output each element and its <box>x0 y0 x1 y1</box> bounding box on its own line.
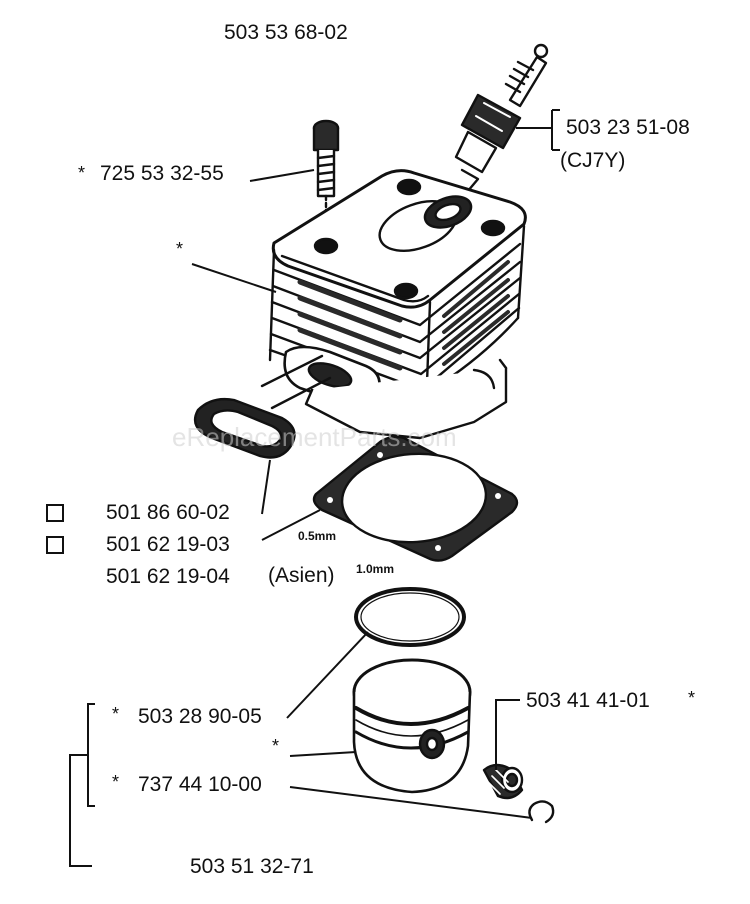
circlip-drawing <box>528 800 555 824</box>
piston-drawing <box>352 658 472 794</box>
bolt-asterisk: * <box>78 163 86 183</box>
checkbox-exhaust-gasket <box>46 504 64 522</box>
spark-plug-part-number: 503 23 51-08 <box>566 116 690 139</box>
piston-asterisk: * <box>272 736 280 756</box>
bolt-part-number: 725 53 32-55 <box>100 162 224 185</box>
piston-ring-part-number: 503 28 90-05 <box>138 705 262 728</box>
leader-cylinder <box>191 263 277 293</box>
bracket-ring-and-circlip <box>87 703 95 807</box>
bracket-spark-plug <box>551 109 560 151</box>
asia-gasket-part-number: 501 62 19-04 <box>106 565 230 588</box>
leader-lines <box>69 109 560 867</box>
leader-bearing <box>495 699 520 770</box>
circlip-asterisk: * <box>112 772 120 792</box>
bearing-part-number: 503 41 41-01 <box>526 689 650 712</box>
exhaust-gasket-drawing <box>193 397 296 459</box>
leader-base-gasket <box>261 509 321 541</box>
base-gasket-part-number: 501 62 19-03 <box>106 533 230 556</box>
base-gasket-thickness: 0.5mm <box>298 529 337 543</box>
leader-exhaust-gasket <box>261 459 271 515</box>
checkbox-base-gasket <box>46 536 64 554</box>
ring-asterisk: * <box>112 704 120 724</box>
watermark: eReplacementParts.com <box>172 422 457 452</box>
leader-bolt <box>249 169 315 182</box>
piston-kit-part-number: 503 51 32-71 <box>190 855 314 878</box>
leader-circlip <box>289 786 533 819</box>
cylinder-drawing <box>260 169 527 440</box>
circlip-part-number: 737 44 10-00 <box>138 773 262 796</box>
spark-plug-code: (CJ7Y) <box>560 149 626 172</box>
assembly-number: 503 53 68-02 <box>224 21 348 44</box>
exhaust-gasket-part-number: 501 86 60-02 <box>106 501 230 524</box>
bracket-piston-kit <box>69 754 92 867</box>
piston-ring-drawing <box>354 587 466 647</box>
asia-gasket-thickness: 1.0mm <box>356 562 395 576</box>
leader-piston-ring <box>286 631 369 719</box>
bearing-asterisk: * <box>688 688 696 708</box>
needle-bearing-drawing <box>482 763 524 800</box>
base-gasket-drawing <box>312 435 519 562</box>
cylinder-asterisk: * <box>176 239 184 259</box>
leader-piston <box>289 751 357 757</box>
asia-gasket-note: (Asien) <box>268 564 335 587</box>
